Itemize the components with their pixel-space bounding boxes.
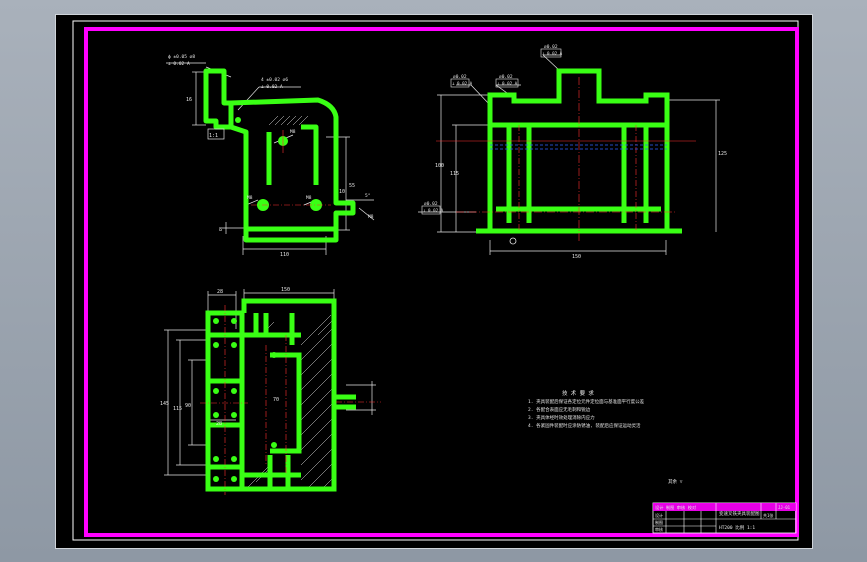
side-dim-height-left2: 115 [450, 171, 459, 177]
front-note2-line1: 4 ±0.02 ∅6 [261, 77, 288, 83]
surface-roughness-note: 其余 ▽ [668, 478, 683, 485]
side-ref-mid-line1: ∅0.02 [499, 74, 513, 80]
front-dim-right-label: M8 [368, 214, 374, 220]
front-note1-line1: ф ±0.05 ∅8 [168, 54, 195, 60]
top-view-holes [213, 318, 277, 482]
side-view-dimensions [418, 54, 720, 255]
top-dim-left-inner2: 90 [185, 403, 191, 409]
side-view[interactable]: ∅0.02 ⊥ 0.02 A ∅0.02 ⊥ 0.02 A ∅0.02 ⊥ 0.… [418, 44, 727, 260]
front-hole-label-2: M8 [247, 195, 253, 201]
top-dim-a: 28 [217, 289, 223, 295]
title-block-row-3: 审核 [655, 526, 663, 532]
cad-drawing[interactable]: 1:1 ф ±0.05 ∅8 ⊥ 0.02 A 4 ±0.02 ∅6 ⊥ 0.0… [56, 15, 814, 550]
front-view-small-box [207, 128, 225, 140]
top-dim-left-inner1: 115 [173, 406, 182, 412]
drawing-frame [84, 27, 799, 537]
title-block-grid [653, 503, 796, 533]
drawing-viewport[interactable]: 1:1 ф ±0.05 ∅8 ⊥ 0.02 A 4 ±0.02 ∅6 ⊥ 0.0… [55, 14, 813, 549]
front-dim-right-small: 10 [339, 189, 345, 195]
front-view-hatch [268, 115, 309, 126]
title-block[interactable]: 设计 制图 审核 校对 设计 制图 审核 变速叉铣夹具装配图 HT200 比例 … [652, 502, 797, 534]
front-hole-label-3: M8 [306, 195, 312, 201]
top-dim-b: 150 [281, 287, 290, 293]
side-ref-mid-line2: ⊥ 0.02 A [497, 81, 518, 86]
side-ref-top-line2: ⊥ 0.02 A [542, 51, 563, 56]
title-block-part-name-1: 变速叉铣夹具装配图 [719, 510, 760, 517]
side-ref-top-line1: ∅0.02 [544, 44, 558, 50]
front-note1-line2: ⊥ 0.02 A [168, 61, 190, 67]
side-dim-width: 150 [572, 254, 581, 260]
front-hole-label-1: M8 [290, 129, 296, 135]
side-ref-left-line1: ∅0.02 [453, 74, 467, 80]
side-view-hidden-lines [490, 144, 667, 150]
title-block-header-bar [653, 503, 796, 511]
side-ref-bottom-line2: ⊥ 0.02 A [423, 208, 444, 213]
side-view-centerlines [436, 77, 696, 241]
title-block-row-2: 制图 [655, 519, 663, 525]
side-ref-bottom-line1: ∅0.02 [424, 201, 438, 207]
tech-note-line-4: 4. 各紧固件装配时应涂防锈油, 装配后应保证运动灵活 [528, 422, 641, 429]
front-dim-right-height: 55 [349, 183, 355, 189]
side-dim-height-left1: 100 [435, 163, 444, 169]
front-dim-angle: 5° [365, 193, 371, 199]
side-dim-height-right: 125 [718, 151, 727, 157]
technical-requirements[interactable]: 技 术 要 求 1. 夹具装配后保证各定位元件定位面与基准面平行度公差 2. 各… [528, 389, 683, 485]
tech-note-line-1: 1. 夹具装配后保证各定位元件定位面与基准面平行度公差 [528, 398, 645, 405]
top-dim-center: 70 [273, 397, 279, 403]
tech-note-line-2: 2. 各配合表面应无毛刺和锐边 [528, 406, 591, 413]
title-block-part-name-2: HT200 比例 1:1 [719, 524, 755, 531]
side-view-reference-boxes [421, 48, 562, 215]
front-dim-bottom: 8 [219, 227, 222, 233]
sheet-border [72, 20, 799, 541]
top-view-hatch [245, 314, 335, 490]
top-view-dimensions [164, 289, 376, 476]
top-dim-left-outer: 145 [160, 401, 169, 407]
top-view[interactable]: 28 150 145 115 90 28 70 [160, 287, 381, 495]
title-block-code: JJ-01 [778, 505, 791, 510]
top-view-centerlines [200, 305, 381, 495]
front-view[interactable]: 1:1 ф ±0.05 ∅8 ⊥ 0.02 A 4 ±0.02 ∅6 ⊥ 0.0… [166, 54, 375, 258]
title-block-left-header: 设计 制图 审核 校对 [655, 504, 696, 511]
side-view-reference-circle [509, 237, 517, 245]
tech-notes-title: 技 术 要 求 [562, 389, 594, 397]
title-block-row-1: 设计 [655, 512, 663, 518]
front-dim-left-height: 16 [186, 97, 192, 103]
top-dim-small: 28 [216, 421, 222, 427]
side-view-body [476, 68, 682, 234]
front-view-small-box-label: 1:1 [209, 133, 218, 139]
tech-note-line-3: 3. 夹具体经时效处理消除内应力 [528, 414, 595, 421]
front-dim-width: 110 [280, 252, 289, 258]
side-ref-left-line2: ⊥ 0.02 A [452, 81, 473, 86]
top-view-body [205, 298, 356, 492]
front-note2-line2: ⊥ 0.02 A [261, 84, 283, 90]
title-block-sheet: 共1张 [763, 512, 773, 518]
front-view-body [203, 68, 356, 243]
